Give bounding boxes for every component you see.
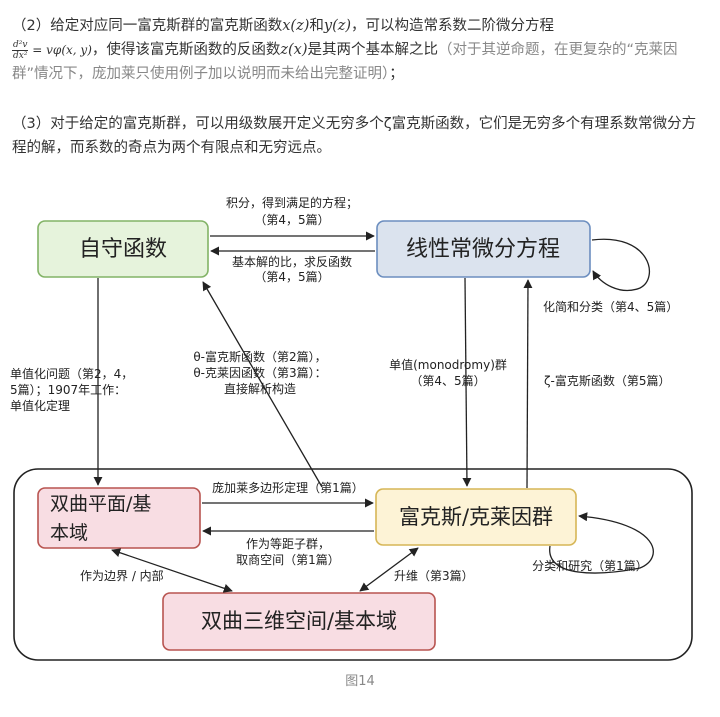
p2-end: 是其两个基本解之比 (307, 42, 439, 58)
arrow-theta (202, 281, 323, 488)
label-theta-1: θ-富克斯函数（第2篇）， (193, 349, 326, 364)
arrow-lift (359, 547, 419, 592)
p2-mid2: ，使得该富克斯函数的反函数 (91, 42, 281, 58)
arrow-boundary (111, 548, 233, 593)
label-classify: 分类和研究（第1篇） (532, 558, 648, 573)
p2-fy: y(z) (323, 18, 352, 34)
paragraph-3: （3）对于给定的富克斯群，可以用级数展开定义无穷多个ζ富克斯函数，它们是无穷多个… (12, 112, 702, 160)
node-automorphic-box[interactable] (37, 220, 209, 278)
label-theta-2: θ-克莱因函数（第3篇）： (193, 365, 326, 380)
node-hyperbolic-plane-box[interactable] (37, 487, 201, 549)
arrow-simplify-loop (591, 238, 650, 292)
node-hyperbolic-plane-line2: 本域 (50, 522, 88, 544)
label-integrate-1: 积分，得到满足的方程； (226, 195, 358, 210)
node-hyperbolic-3d-box[interactable] (162, 592, 436, 651)
p2-intro: （2）给定对应同一富克斯群的富克斯函数 (12, 18, 283, 34)
label-integrate-2: （第4，5篇） (254, 212, 329, 227)
arrow-classify-loop (549, 512, 654, 574)
node-fuchsian-kleinian: 富克斯/克莱因群 (399, 505, 553, 529)
label-boundary: 作为边界 / 内部 (80, 568, 164, 583)
p2-fz: z(x) (280, 42, 308, 58)
label-monodromy-2: （第4、5篇） (410, 373, 485, 388)
p2-fx: x(z) (282, 18, 310, 34)
node-hyperbolic-3d: 双曲三维空间/基本域 (201, 609, 397, 633)
group-container (13, 468, 693, 661)
arrow-zeta (523, 279, 533, 489)
p2-note: （对于其逆命题，在更复杂的“克莱因群”情况下，庞加莱只使用例子加以说明而未给出完… (12, 42, 678, 82)
p2-eq-rhs: = vφ(x, y) (28, 43, 92, 57)
label-polygon: 庞加莱多边形定理（第1篇） (212, 480, 364, 495)
arrow-monodromy (462, 277, 472, 487)
label-simplify: 化简和分类（第4、5篇） (543, 299, 678, 314)
label-monodromy-1: 单值(monodromy)群 (389, 357, 507, 372)
figure-caption: 图14 (345, 674, 375, 689)
label-lift: 升维（第3篇） (394, 568, 474, 583)
label-isometry-1: 作为等距子群， (246, 537, 330, 551)
label-theta-3: 直接解析构造 (224, 381, 296, 396)
label-uniform-2: 5篇）；1907年工作： (10, 382, 126, 397)
label-ratio-1: 基本解的比，求反函数 (232, 254, 352, 269)
node-linear-ode-box[interactable] (376, 220, 591, 278)
p2-and: 和 (309, 18, 324, 34)
p3-text: （3）对于给定的富克斯群，可以用级数展开定义无穷多个ζ富克斯函数，它们是无穷多个… (12, 116, 697, 156)
node-automorphic: 自守函数 (79, 237, 167, 262)
p2-mid: ，可以构造常系数二阶微分方程 (351, 18, 555, 34)
label-uniform-1: 单值化问题（第2，4， (10, 366, 133, 381)
label-ratio-2: （第4，5篇） (254, 269, 329, 284)
paragraph-2: （2）给定对应同一富克斯群的富克斯函数x(z)和y(z)，可以构造常系数二阶微分… (12, 14, 702, 86)
label-zeta: ζ-富克斯函数（第5篇） (544, 373, 671, 388)
node-fuchsian-kleinian-box[interactable] (375, 488, 577, 546)
node-linear-ode: 线性常微分方程 (406, 237, 560, 262)
concept-diagram: 自守函数 线性常微分方程 双曲平面/基 本域 富克斯/克莱因群 双曲三维空间/基… (10, 195, 693, 661)
label-uniform-3: 单值化定理 (10, 398, 70, 413)
label-isometry-2: 取商空间（第1篇） (236, 552, 340, 567)
p2-tail: ； (389, 66, 404, 82)
node-hyperbolic-plane-line1: 双曲平面/基 (50, 493, 151, 515)
